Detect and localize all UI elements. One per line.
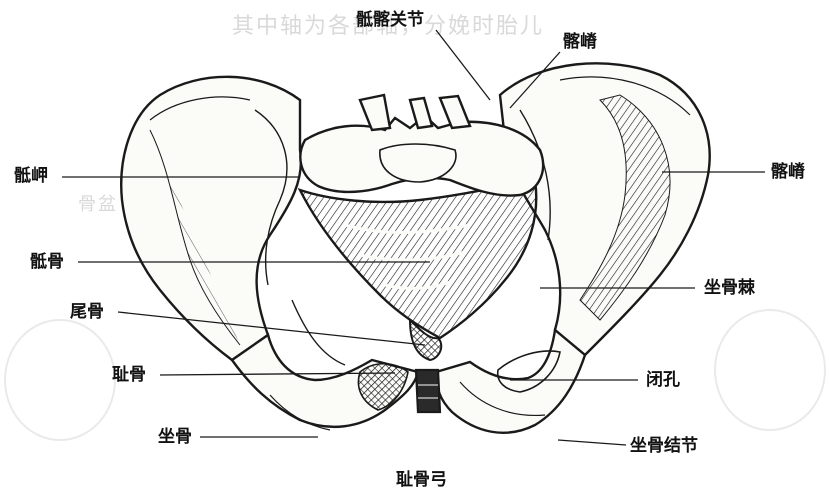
label-iliac-crest-right: 髂嵴 <box>771 162 805 182</box>
label-ischial-spine: 坐骨棘 <box>704 278 755 298</box>
label-obturator-foramen: 闭孔 <box>646 370 680 390</box>
left-ischium-pubis <box>232 335 418 430</box>
label-ischial-tuberosity: 坐骨结节 <box>630 436 698 456</box>
label-pubis: 耻骨 <box>112 365 146 385</box>
obturator-foramen-left <box>292 300 345 365</box>
label-ischium: 坐骨 <box>158 427 192 447</box>
label-sacral-promontory: 骶岬 <box>14 166 48 186</box>
label-coccyx: 尾骨 <box>70 302 104 322</box>
label-pubic-arch: 耻骨弓 <box>396 470 447 490</box>
left-ilium <box>121 77 301 360</box>
label-sacroiliac-joint: 骶髂关节 <box>356 10 424 30</box>
label-sacrum: 骶骨 <box>30 252 64 272</box>
right-ischium-pubis <box>436 330 585 433</box>
label-iliac-crest-top: 髂嵴 <box>563 32 597 52</box>
pubic-symphysis <box>416 370 440 412</box>
sacrum <box>300 180 536 338</box>
